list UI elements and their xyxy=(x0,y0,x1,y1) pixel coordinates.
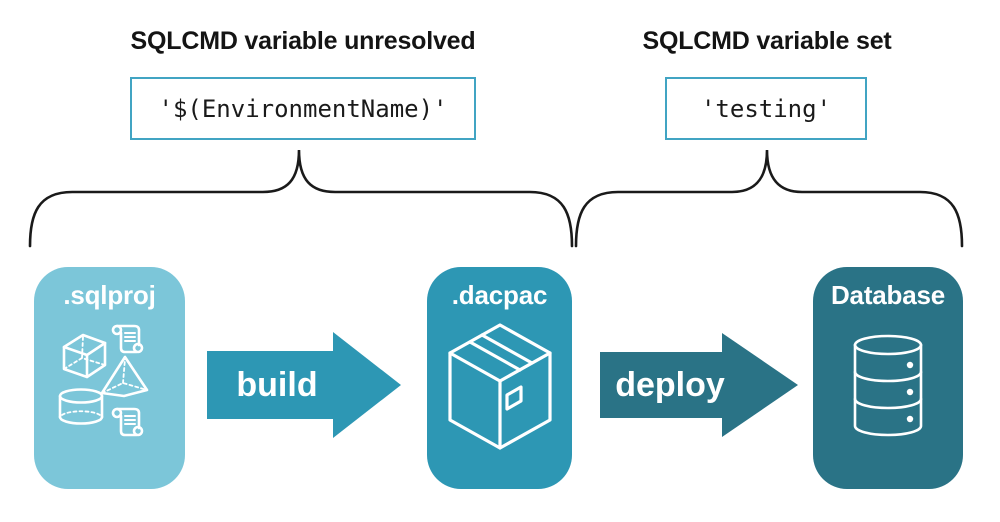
node-sqlproj: .sqlproj xyxy=(34,267,185,489)
right-heading: SQLCMD variable set xyxy=(642,27,892,55)
deploy-arrow xyxy=(600,333,798,437)
left-heading: SQLCMD variable unresolved xyxy=(130,27,476,55)
set-variable-text: 'testing' xyxy=(700,94,832,123)
node-sqlproj-label: .sqlproj xyxy=(63,280,156,310)
node-database-label: Database xyxy=(830,280,946,310)
node-dacpac: .dacpac xyxy=(427,267,572,489)
unresolved-variable-box: '$(EnvironmentName)' xyxy=(130,77,476,140)
database-icon xyxy=(853,334,923,437)
sql-objects-icon xyxy=(58,324,149,437)
node-database: Database xyxy=(813,267,963,489)
left-brace xyxy=(28,149,574,248)
set-variable-box: 'testing' xyxy=(665,77,867,140)
right-brace xyxy=(574,149,964,248)
package-icon xyxy=(448,323,552,450)
node-dacpac-label: .dacpac xyxy=(451,280,548,310)
deploy-arrow-label: deploy xyxy=(615,366,725,404)
unresolved-variable-text: '$(EnvironmentName)' xyxy=(158,94,448,123)
build-arrow xyxy=(207,332,401,438)
build-arrow-label: build xyxy=(236,366,318,404)
